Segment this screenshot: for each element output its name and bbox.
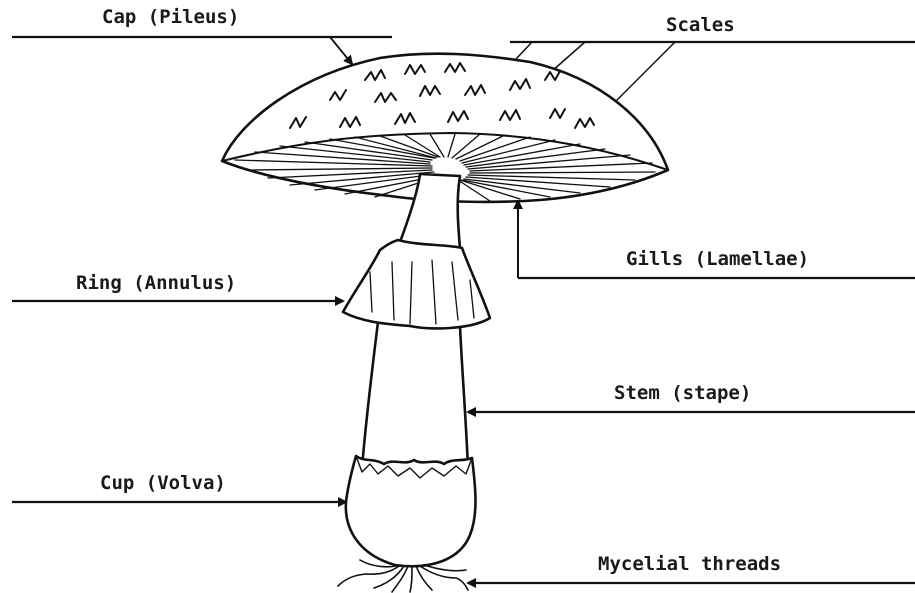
stem-label: Stem (stape) xyxy=(614,382,751,404)
scales-label: Scales xyxy=(666,14,735,36)
gills-label: Gills (Lamellae) xyxy=(626,248,809,270)
ring-annulus xyxy=(343,240,490,328)
cap-pointer-arrow xyxy=(330,37,352,64)
volva-cup xyxy=(346,456,476,566)
mushroom xyxy=(222,54,668,592)
cup-label: Cup (Volva) xyxy=(100,472,226,494)
cap-label: Cap (Pileus) xyxy=(102,6,239,28)
mycelial-threads-label: Mycelial threads xyxy=(598,553,781,575)
stem-lower xyxy=(362,322,468,468)
ring-label: Ring (Annulus) xyxy=(76,272,236,294)
